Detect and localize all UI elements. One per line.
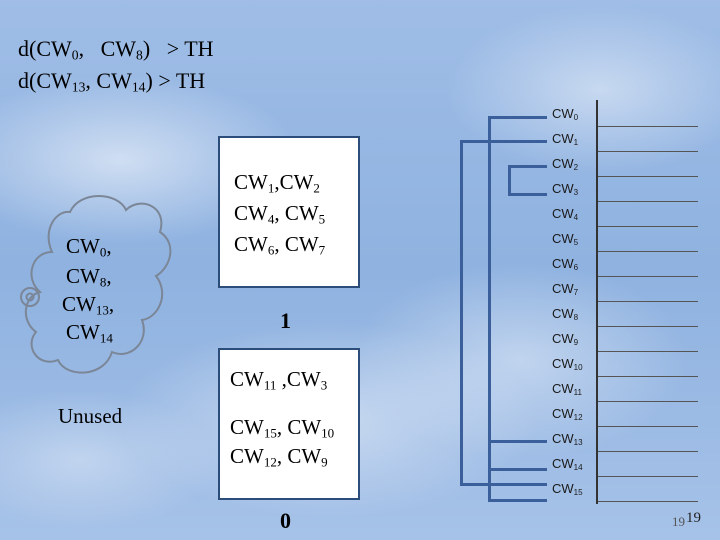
codeword-label-5: CW5 — [552, 231, 579, 247]
bit-1-line-2: CW4, CW5 — [234, 201, 326, 227]
codeword-label-11: CW11 — [552, 381, 583, 397]
cloud-item-1: CW8, — [66, 264, 112, 290]
codeword-label-12: CW12 — [552, 406, 583, 422]
codeword-table-row — [598, 152, 698, 177]
bit-0-line-3: CW12, CW9 — [230, 444, 328, 470]
codeword-label-13: CW13 — [552, 431, 583, 447]
page-number: 19 — [686, 510, 701, 526]
bit-0-value: 0 — [280, 508, 291, 533]
codeword-table-row — [598, 477, 698, 502]
codeword-table-row — [598, 302, 698, 327]
codeword-table-row — [598, 452, 698, 477]
codeword-label-9: CW9 — [552, 331, 579, 347]
codeword-table-row — [598, 102, 698, 127]
bit-0-line-2: CW15, CW10 — [230, 415, 335, 441]
codeword-table-row — [598, 227, 698, 252]
tree-bracket-cw2-cw3 — [508, 165, 547, 196]
bit-1-panel — [218, 136, 360, 288]
condition-line-2: d(CW13, CW14) > TH — [18, 68, 206, 95]
codeword-label-2: CW2 — [552, 156, 579, 172]
codeword-label-3: CW3 — [552, 181, 579, 197]
codeword-label-10: CW10 — [552, 356, 583, 372]
bit-1-value: 1 — [280, 308, 291, 333]
codeword-label-1: CW1 — [552, 131, 579, 147]
cloud-item-3: CW14 — [66, 320, 113, 346]
bit-1-line-3: CW6, CW7 — [234, 232, 326, 258]
tree-bracket-cw13-cw14 — [488, 440, 547, 471]
codeword-table-row — [598, 252, 698, 277]
bit-0-panel — [218, 348, 360, 500]
cloud-item-0: CW0, — [66, 234, 112, 260]
bit-1-line-1: CW1,CW2 — [234, 170, 320, 196]
codeword-label-6: CW6 — [552, 256, 579, 272]
codeword-table-row — [598, 202, 698, 227]
codeword-table-divider — [596, 100, 598, 504]
page-number-shadow: 19 — [672, 514, 685, 529]
tree-bracket-mid — [460, 140, 547, 486]
cloud-item-2: CW13, — [62, 292, 115, 318]
tree-bracket-outer — [488, 116, 547, 502]
codeword-table-row — [598, 277, 698, 302]
codeword-label-7: CW7 — [552, 281, 579, 297]
codeword-table-row — [598, 177, 698, 202]
codeword-table-row — [598, 377, 698, 402]
codeword-label-14: CW14 — [552, 456, 583, 472]
codeword-label-4: CW4 — [552, 206, 579, 222]
codeword-label-8: CW8 — [552, 306, 579, 322]
bit-0-line-1: CW11 ,CW3 — [230, 367, 328, 393]
codeword-table-row — [598, 402, 698, 427]
codeword-table-row — [598, 127, 698, 152]
codeword-label-0: CW0 — [552, 106, 579, 122]
condition-line-1: d(CW0, CW8) > TH — [18, 36, 214, 63]
codeword-label-15: CW15 — [552, 481, 583, 497]
codeword-table-row — [598, 327, 698, 352]
codeword-table-row — [598, 352, 698, 377]
unused-caption: Unused — [58, 404, 123, 428]
codeword-table-row — [598, 427, 698, 452]
